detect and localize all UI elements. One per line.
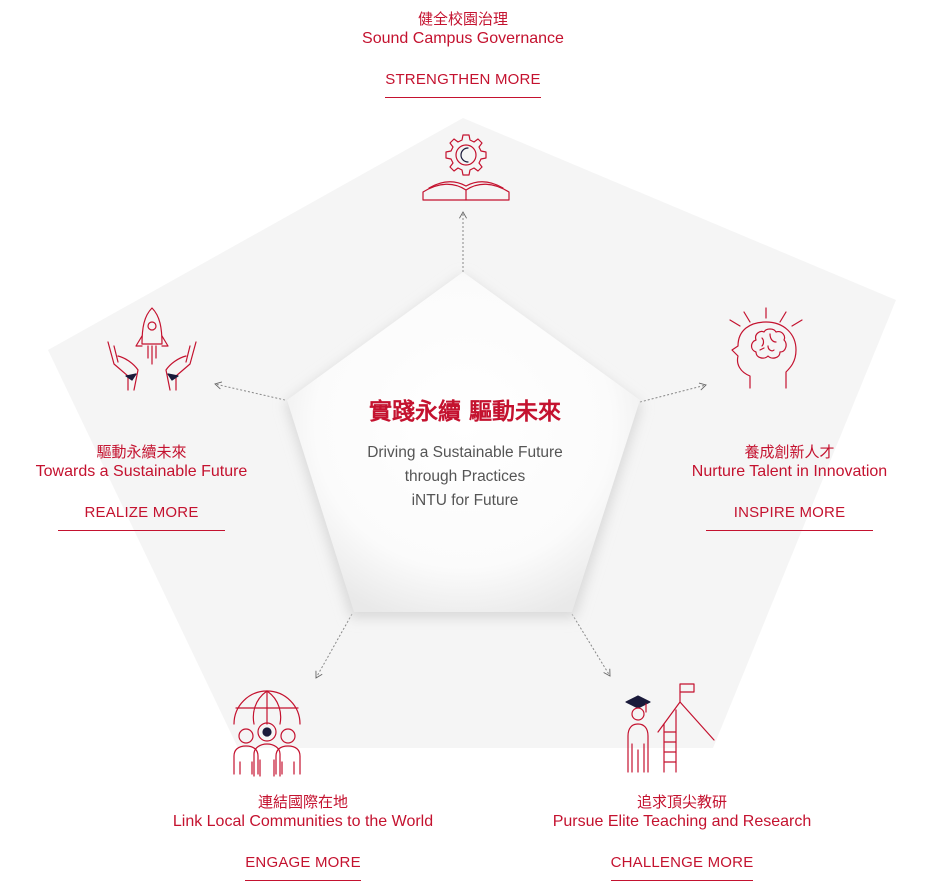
- node-title-zh: 驅動永續未來: [96, 443, 187, 461]
- center-pentagon: [287, 272, 640, 612]
- globe-people-icon: [224, 684, 310, 777]
- node-world: 連結國際在地 Link Local Communities to the Wor…: [165, 792, 441, 881]
- node-title-en: Link Local Communities to the World: [172, 813, 434, 830]
- rocket-hands-icon: [104, 306, 200, 391]
- node-title-zh: 健全校園治理: [417, 10, 508, 28]
- gear-book-icon: [419, 126, 513, 208]
- connector-bottom-left: [315, 613, 353, 679]
- brain-head-icon: [724, 306, 814, 390]
- node-title-zh: 追求頂尖教研: [636, 793, 727, 811]
- center-title: 實踐永續 驅動未來: [368, 399, 561, 425]
- inspire-more-link[interactable]: INSPIRE MORE: [705, 504, 874, 531]
- graduate-ladder-icon: [622, 680, 718, 774]
- node-title-zh: 連結國際在地: [257, 793, 348, 811]
- node-future: 驅動永續未來 Towards a Sustainable Future REAL…: [0, 442, 283, 531]
- node-research: 追求頂尖教研 Pursue Elite Teaching and Researc…: [512, 792, 852, 881]
- center-line: Driving a Sustainable Future: [367, 444, 563, 461]
- challenge-more-link[interactable]: CHALLENGE MORE: [610, 854, 754, 881]
- center-subtitle: Driving a Sustainable Future through Pra…: [300, 441, 630, 513]
- node-title-zh: 養成創新人才: [744, 443, 835, 461]
- center-content: 實踐永續 驅動未來 Driving a Sustainable Future t…: [300, 395, 630, 513]
- connector-bottom-right: [571, 613, 611, 677]
- node-governance: 健全校園治理 Sound Campus Governance STRENGTHE…: [313, 9, 613, 98]
- connector-right: [639, 382, 707, 403]
- node-title-en: Nurture Talent in Innovation: [691, 463, 888, 480]
- center-line: through Practices: [404, 468, 526, 485]
- center-line: iNTU for Future: [411, 492, 519, 509]
- realize-more-link[interactable]: REALIZE MORE: [58, 504, 225, 531]
- engage-more-link[interactable]: ENGAGE MORE: [245, 854, 361, 881]
- strengthen-more-link[interactable]: STRENGTHEN MORE: [385, 71, 541, 98]
- node-title-en: Sound Campus Governance: [362, 30, 564, 47]
- node-title-en: Towards a Sustainable Future: [35, 463, 248, 480]
- node-title-en: Pursue Elite Teaching and Research: [552, 813, 812, 830]
- node-talent: 養成創新人才 Nurture Talent in Innovation INSP…: [648, 442, 931, 531]
